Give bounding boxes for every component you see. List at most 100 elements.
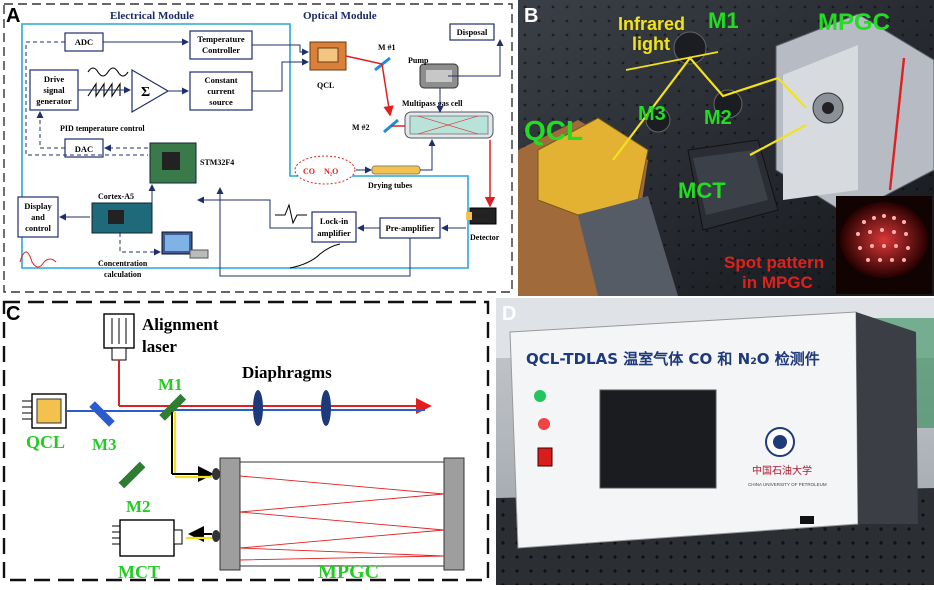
- c-mpgc-label: MPGC: [318, 561, 379, 583]
- sigma-icon: Σ: [141, 85, 150, 100]
- panel-b: Infrared light M1 MPGC QCL M3 M2 MCT Spo…: [518, 0, 934, 296]
- drive-signal-generator-box: Drive signal generator: [29, 69, 79, 111]
- panel-a: Electrical Module Optical Module ADC Tem…: [0, 0, 516, 296]
- alignment-laser-icon: [103, 313, 135, 361]
- electrical-module-title: Electrical Module: [110, 10, 194, 22]
- display-control-box: Display and control: [17, 196, 59, 238]
- svg-text:amplifier: amplifier: [317, 228, 351, 238]
- b-mpgc-label: MPGC: [818, 9, 890, 36]
- spot-pointer-arrow: [888, 57, 906, 191]
- panel-b-label: B: [524, 5, 539, 27]
- c-m3-mirror-icon: [89, 401, 115, 427]
- svg-text:STM32F4: STM32F4: [200, 158, 234, 167]
- svg-text:Display: Display: [24, 201, 52, 211]
- svg-text:CO: CO: [303, 167, 315, 176]
- infrared-label-2: light: [632, 34, 670, 54]
- spot-pattern-inset: [836, 196, 932, 294]
- instrument-box: [509, 311, 918, 549]
- svg-text:Temperature: Temperature: [197, 34, 244, 44]
- gas-cloud-icon: CO N₂O: [294, 155, 356, 185]
- c-m1-label: M1: [158, 375, 183, 394]
- temperature-controller-box: Temperature Controller: [189, 30, 253, 60]
- svg-text:control: control: [25, 223, 51, 233]
- constant-current-source-box: Constant current source: [189, 71, 253, 111]
- svg-text:Constant: Constant: [204, 75, 237, 85]
- sawtooth-wave-icon: [87, 82, 121, 98]
- optical-module-title: Optical Module: [303, 10, 377, 22]
- summing-amplifier-icon: [131, 68, 170, 114]
- adc-box: ADC: [64, 32, 104, 52]
- m2-mount-icon: [713, 89, 743, 119]
- power-switch-icon[interactable]: [537, 447, 553, 467]
- svg-text:ADC: ADC: [75, 37, 93, 47]
- infrared-label-1: Infrared: [618, 14, 685, 34]
- b-m3-label: M3: [638, 103, 666, 125]
- panel-a-label: A: [6, 5, 21, 27]
- svg-text:Pre-amplifier: Pre-amplifier: [386, 223, 435, 233]
- c-qcl-label: QCL: [26, 432, 65, 452]
- panel-b-photo: Infrared light M1 MPGC QCL M3 M2 MCT Spo…: [518, 0, 934, 296]
- university-name-en: CHINA UNIVERSITY OF PETROLEUM: [748, 482, 827, 487]
- panel-a-diagram: Electrical Module Optical Module ADC Tem…: [3, 3, 513, 293]
- svg-text:generator: generator: [36, 96, 72, 106]
- svg-text:Disposal: Disposal: [457, 27, 488, 37]
- infrared-beam-path: [612, 56, 807, 161]
- qcl-device: QCL: [309, 41, 347, 90]
- panel-d: QCL-TDLAS 温室气体 CO 和 N₂O 检测件 中国石油大学 CHINA…: [496, 298, 934, 585]
- svg-text:signal: signal: [43, 85, 65, 95]
- mpgc-body: [775, 13, 934, 216]
- pid-label: PID temperature control: [60, 124, 145, 133]
- c-m1-mirror-icon: [159, 393, 187, 421]
- usb-port-icon: [800, 516, 814, 524]
- pump-label: Pump: [408, 56, 429, 65]
- diaphragm-2-icon: [321, 390, 331, 426]
- pre-amplifier-box: Pre-amplifier: [379, 217, 441, 239]
- svg-text:Drive: Drive: [44, 74, 65, 84]
- instrument-title: QCL-TDLAS 温室气体 CO 和 N₂O 检测件: [526, 350, 820, 368]
- multipass-label: Multipass gas cell: [402, 99, 463, 108]
- svg-text:DAC: DAC: [75, 144, 93, 154]
- c-m2-label: M2: [126, 497, 151, 516]
- svg-text:Lock-in: Lock-in: [320, 216, 349, 226]
- qcl-heatsink: [518, 117, 678, 296]
- b-m1-label: M1: [708, 8, 739, 33]
- b-m2-label: M2: [704, 107, 732, 129]
- c-m2-mirror-icon: [118, 461, 146, 489]
- electrical-module-frame: [21, 23, 469, 269]
- b-mct-label: MCT: [678, 178, 726, 203]
- computer-icon: [161, 231, 209, 259]
- c-mct-label: MCT: [118, 562, 160, 582]
- spot-label-1: Spot pattern: [724, 253, 824, 272]
- m3-mount-icon: [645, 107, 671, 133]
- display-screen: [599, 389, 717, 489]
- alignment-label-2: laser: [142, 337, 177, 356]
- multipass-gas-cell-icon: [404, 111, 494, 139]
- cortex-a5-board: [91, 202, 153, 234]
- signal-trace-icon: [275, 203, 307, 225]
- stm32f4-board: STM32F4: [149, 142, 234, 184]
- svg-text:QCL: QCL: [317, 81, 334, 90]
- panel-a-border: [3, 3, 513, 293]
- detector-label: Detector: [470, 233, 500, 242]
- mct-detector: [687, 139, 779, 231]
- svg-text:source: source: [209, 97, 233, 107]
- university-name: 中国石油大学: [752, 464, 812, 477]
- panel-c-border: [2, 300, 490, 582]
- diaphragm-1-icon: [253, 390, 263, 426]
- c-m3-label: M3: [92, 435, 117, 454]
- cortex-label: Cortex-A5: [98, 192, 134, 201]
- sine-wave-icon: [87, 67, 129, 77]
- alignment-label-1: Alignment: [142, 315, 219, 334]
- green-indicator-icon: [534, 390, 546, 402]
- dac-box: DAC: [64, 138, 104, 158]
- mirror-1-label: M #1: [378, 43, 396, 52]
- panel-c: Alignment laser Diaphragms QCL M3 M1: [0, 298, 494, 585]
- svg-text:current: current: [207, 86, 234, 96]
- panel-d-label: D: [502, 303, 517, 325]
- red-signal-icon: [19, 251, 57, 268]
- disposal-box: Disposal: [449, 23, 495, 41]
- drying-label: Drying tubes: [368, 181, 412, 190]
- c-qcl-icon: [22, 393, 67, 429]
- signal-curve-icon: [289, 243, 341, 269]
- lock-in-amplifier-box: Lock-in amplifier: [311, 211, 357, 243]
